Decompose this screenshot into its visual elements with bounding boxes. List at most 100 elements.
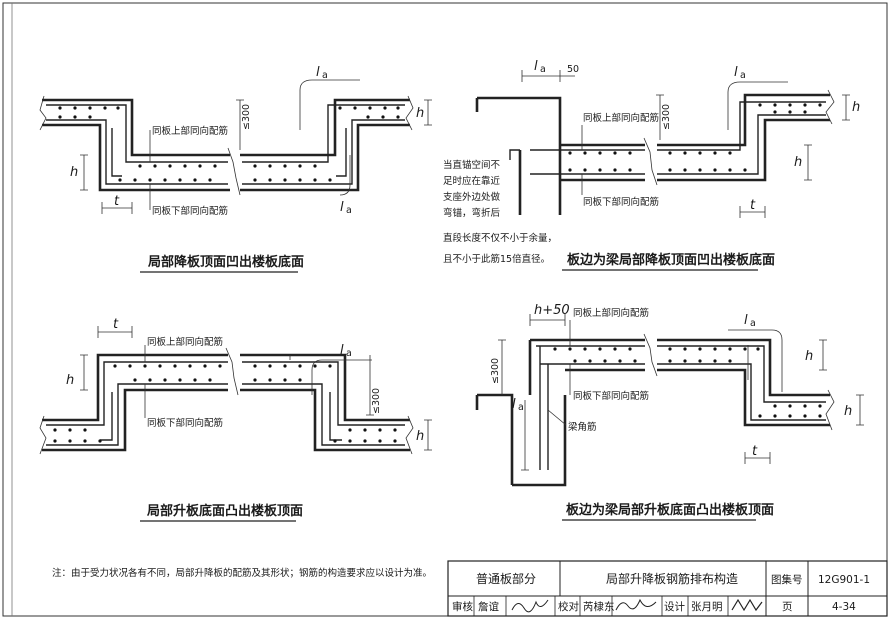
dim-a-h-right [424, 99, 432, 126]
title-block-design-label: 设计 [664, 600, 685, 613]
leader-d-corner [547, 409, 567, 426]
label-c-la-sub: a [346, 348, 352, 359]
label-a-h-right: h [416, 106, 424, 121]
la-arc-d [728, 329, 783, 392]
dim-d-300 [498, 339, 506, 395]
dim-c-300 [366, 355, 374, 416]
title-block-atlas-label: 图集号 [771, 573, 803, 586]
rebar-dots-a [58, 106, 400, 182]
title-block-title: 局部升降板钢筋排布构造 [606, 571, 738, 586]
break-mark-d2 [825, 389, 835, 431]
label-d-corner-bar: 梁角筋 [568, 421, 597, 433]
rebar-a-hook [111, 128, 347, 177]
caption-c: 局部升板底面凸出楼板顶面 [147, 503, 303, 519]
diagram-c [39, 326, 432, 455]
label-b-la2-sub: a [740, 70, 746, 81]
dim-b-h2 [804, 144, 812, 181]
signature-review [511, 599, 549, 613]
title-block-review-name: 詹谊 [478, 600, 499, 613]
rebar-dots-b [568, 103, 822, 172]
break-mark-c3 [405, 415, 414, 455]
anchor-note: 当直锚空间不 足时应在靠近 支座外边处做 弯锚，弯折后 直段长度不仅不小于余量，… [443, 159, 557, 265]
label-a-300: ≤300 [241, 104, 252, 130]
dim-c-h [80, 354, 88, 391]
label-b-top-bars: 同板上部同向配筋 [583, 112, 659, 124]
label-c-h-right: h [416, 429, 424, 444]
footnote: 注：由于受力状况各有不同，局部升降板的配筋及其形状；钢筋的构造要求应以设计为准。 [52, 567, 432, 579]
beam-b [475, 96, 562, 215]
label-a-bottom-bars: 同板下部同向配筋 [152, 205, 228, 217]
label-a-la2: l [340, 200, 344, 215]
rebar-dots-d [553, 347, 822, 418]
label-a-la: l [316, 65, 320, 80]
dim-b-t [739, 206, 766, 218]
label-b-t: t [750, 198, 756, 213]
label-d-la2: l [512, 397, 516, 412]
label-a-la-sub: a [322, 70, 328, 81]
dim-d-h2 [856, 394, 864, 426]
label-c-la: l [340, 343, 344, 358]
break-mark-a3 [405, 95, 414, 131]
anchor-note-line: 直段长度不仅不小于余量， [443, 232, 557, 244]
la-arc-a1 [299, 79, 360, 130]
label-b-300: ≤300 [661, 104, 672, 130]
caption-a: 局部降板顶面凹出楼板底面 [148, 254, 304, 270]
anchor-note-line: 支座外边处做 [443, 191, 501, 203]
la-arc-a2 [339, 155, 351, 196]
slab-b [560, 93, 830, 182]
dim-d-t [744, 452, 771, 464]
break-mark-a2 [39, 95, 47, 131]
label-c-t: t [113, 317, 119, 332]
diagram-b [475, 70, 850, 218]
diagram-a [39, 79, 432, 214]
label-d-t: t [752, 444, 758, 459]
title-block-check-name: 芮棣东 [583, 600, 615, 613]
dim-d-h50 [529, 314, 566, 326]
slab-a-outline [42, 98, 230, 192]
rebar-c-hook [100, 392, 342, 441]
label-d-300: ≤300 [490, 358, 501, 384]
label-b-50: 50 [567, 64, 579, 75]
slab-d [528, 338, 830, 427]
rebar-a-bottom [46, 119, 405, 185]
label-d-la2-sub: a [518, 402, 524, 413]
title-block-check-label: 校对 [558, 600, 579, 613]
label-d-h50: h+50 [534, 303, 570, 318]
label-b-la2: l [734, 65, 738, 80]
anchor-note-line: 弯锚，弯折后 [443, 207, 501, 219]
break-mark-c2 [39, 415, 47, 455]
dim-a-h [80, 154, 88, 191]
label-a-la2-sub: a [346, 205, 352, 216]
dim-d-la [521, 400, 529, 471]
label-d-h2: h [844, 404, 852, 419]
title-block-section: 普通板部分 [476, 571, 536, 586]
label-a-h: h [70, 165, 78, 180]
label-c-300: ≤300 [371, 388, 382, 414]
label-d-top-bars: 同板上部同向配筋 [573, 307, 649, 319]
label-d-bottom-bars: 同板下部同向配筋 [573, 390, 649, 402]
label-c-top-bars: 同板上部同向配筋 [147, 336, 223, 348]
dim-d-h [819, 339, 827, 371]
dim-b-h [842, 94, 850, 121]
label-c-h: h [66, 373, 74, 388]
la-arc-c [289, 355, 372, 395]
label-a-t: t [114, 194, 120, 209]
anchor-note-line: 且不小于此筋15倍直径。 [443, 253, 550, 265]
label-d-la: l [744, 313, 748, 328]
dim-c-t [97, 326, 133, 338]
dim-a-300 [236, 99, 244, 150]
title-block-page-no: 4-34 [832, 601, 856, 613]
slab-c-outline [42, 353, 410, 452]
label-b-h2: h [794, 155, 802, 170]
title-block-review-label: 审核 [452, 600, 473, 613]
label-b-h: h [852, 100, 860, 115]
rebar-a-top [46, 104, 405, 163]
diagram-d [475, 314, 864, 487]
rebar-d-vertical [539, 346, 549, 470]
label-d-h: h [805, 349, 813, 364]
break-mark-b1 [643, 137, 658, 186]
signature-design [731, 598, 763, 612]
break-mark-d1 [643, 333, 658, 377]
label-b-la-sub: a [540, 64, 546, 75]
